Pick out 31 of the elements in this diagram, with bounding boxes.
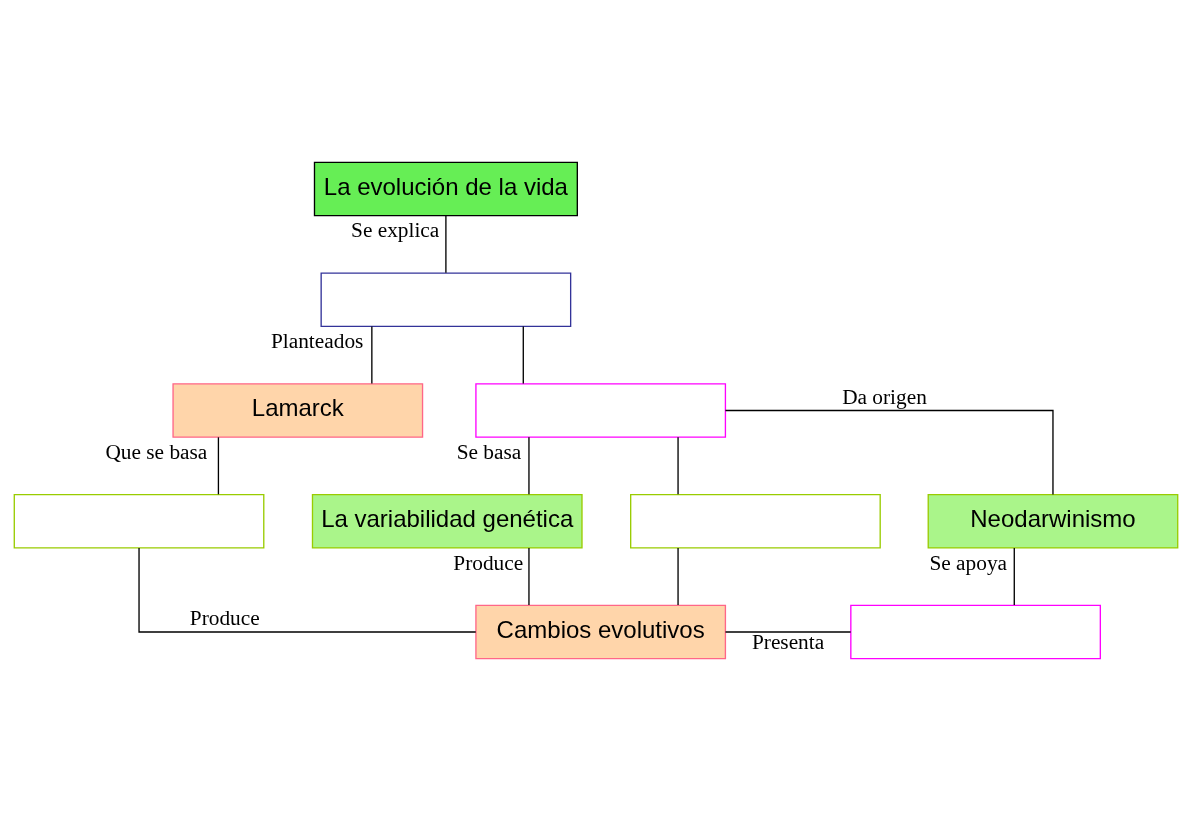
edge-label: Que se basa xyxy=(105,439,208,464)
connector xyxy=(677,546,679,606)
node-box: Cambios evolutivos xyxy=(475,604,727,659)
edge-label: Se apoya xyxy=(929,550,1008,575)
edge-label: Da origen xyxy=(842,384,927,409)
node-box: La variabilidad genética xyxy=(311,493,583,549)
connector xyxy=(528,436,530,495)
connector xyxy=(371,325,373,384)
connector xyxy=(724,409,1054,495)
node-box xyxy=(850,604,1101,659)
connector xyxy=(522,325,524,384)
connector xyxy=(677,436,679,495)
edge-label: Produce xyxy=(453,550,524,575)
edge-label: Presenta xyxy=(751,629,825,654)
edge-label: Produce xyxy=(189,605,260,630)
node-box xyxy=(13,493,265,549)
connector xyxy=(445,214,447,273)
edge-label: Se explica xyxy=(351,217,440,242)
edge-label: Se basa xyxy=(456,439,522,464)
edge-label: Planteados xyxy=(270,328,364,353)
node-box: Lamarck xyxy=(172,382,424,438)
node-box xyxy=(630,493,881,549)
connector xyxy=(724,630,852,633)
connector xyxy=(1013,546,1015,606)
node-box: Neodarwinismo xyxy=(927,493,1179,549)
connector xyxy=(217,436,220,495)
connector xyxy=(138,546,477,633)
connector xyxy=(528,546,530,606)
node-box: La evolución de la vida xyxy=(313,161,578,216)
node-box xyxy=(320,271,572,327)
node-box xyxy=(475,382,727,438)
